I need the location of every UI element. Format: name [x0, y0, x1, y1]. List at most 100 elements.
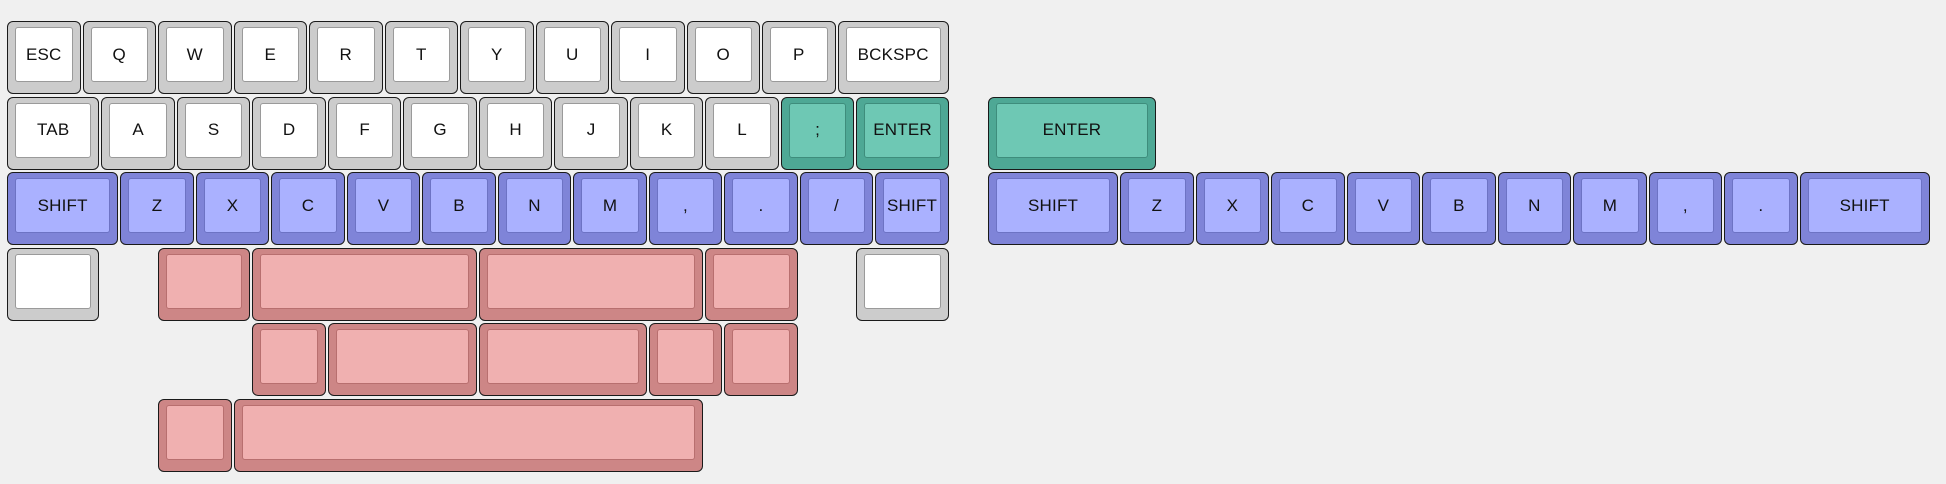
row2-key-h[interactable]: H	[478, 96, 553, 170]
row3-key-period-legend: .	[732, 178, 790, 233]
row3-key-comma-legend: ,	[656, 178, 715, 233]
row1-key-q-legend: Q	[90, 27, 148, 82]
row2-key-semicolon[interactable]: ;	[780, 96, 855, 170]
row2-key-j[interactable]: J	[554, 96, 628, 170]
row2-key-l-legend: L	[713, 102, 771, 158]
row1-key-u[interactable]: U	[535, 21, 609, 94]
blank-key-8[interactable]	[327, 323, 477, 396]
row1-key-esc[interactable]: ESC	[7, 21, 81, 94]
row2-key-s[interactable]: S	[176, 96, 251, 170]
blank-key-13-legend	[241, 404, 696, 460]
row3-key-comma[interactable]: ,	[648, 172, 723, 245]
row3-key-period[interactable]: .	[724, 172, 798, 245]
alt-row-key-c[interactable]: C	[1271, 172, 1345, 245]
row2-key-g-legend: G	[411, 102, 469, 158]
row1-key-e[interactable]: E	[233, 21, 307, 94]
blank-key-6[interactable]	[856, 247, 949, 321]
row3-key-m[interactable]: M	[573, 172, 647, 245]
row2-key-semicolon-legend: ;	[788, 102, 847, 158]
row3-key-slash[interactable]: /	[799, 172, 874, 245]
row1-key-y[interactable]: Y	[460, 21, 534, 94]
row3-key-x-legend: X	[203, 178, 262, 233]
alt-row-key-v[interactable]: V	[1346, 172, 1421, 245]
alt-enter-key[interactable]: ENTER	[988, 96, 1156, 170]
alt-row-key-shift-legend: SHIFT	[996, 178, 1111, 233]
row1-key-u-legend: U	[543, 27, 601, 82]
row2-key-enter[interactable]: ENTER	[856, 96, 949, 170]
row3-key-n-legend: N	[505, 178, 564, 233]
row1-key-i[interactable]: I	[611, 21, 685, 94]
blank-key-1[interactable]	[7, 247, 100, 321]
blank-key-2[interactable]	[158, 247, 251, 321]
alt-row-key-shift[interactable]: SHIFT	[1799, 172, 1930, 245]
blank-key-7[interactable]	[252, 323, 326, 396]
alt-row-key-z[interactable]: Z	[1120, 172, 1194, 245]
row2-key-d[interactable]: D	[252, 96, 326, 170]
blank-key-12[interactable]	[158, 398, 232, 472]
row2-key-enter-legend: ENTER	[864, 102, 941, 158]
row1-key-bckspc[interactable]: BCKSPC	[837, 21, 949, 94]
row3-key-shift[interactable]: SHIFT	[7, 172, 119, 245]
row1-key-w[interactable]: W	[158, 21, 232, 94]
blank-key-5-legend	[713, 253, 790, 309]
row2-key-tab-legend: TAB	[15, 102, 92, 158]
alt-row-key-x[interactable]: X	[1195, 172, 1270, 245]
row1-key-q[interactable]: Q	[82, 21, 156, 94]
row3-key-slash-legend: /	[807, 178, 866, 233]
alt-row-key-z-legend: Z	[1128, 178, 1186, 233]
blank-key-7-legend	[260, 329, 318, 384]
alt-row-key-comma[interactable]: ,	[1648, 172, 1723, 245]
row1-key-o[interactable]: O	[686, 21, 760, 94]
alt-row-key-m[interactable]: M	[1573, 172, 1647, 245]
row3-key-n[interactable]: N	[497, 172, 572, 245]
row3-key-b[interactable]: B	[422, 172, 496, 245]
row3-key-shift[interactable]: SHIFT	[875, 172, 949, 245]
row3-key-x[interactable]: X	[195, 172, 270, 245]
alt-row-key-shift-legend: SHIFT	[1807, 178, 1922, 233]
alt-row-key-shift[interactable]: SHIFT	[988, 172, 1119, 245]
blank-key-9[interactable]	[478, 323, 647, 396]
row3-key-z[interactable]: Z	[120, 172, 194, 245]
row1-key-t[interactable]: T	[384, 21, 458, 94]
row1-key-r[interactable]: R	[309, 21, 383, 94]
row1-key-esc-legend: ESC	[15, 27, 73, 82]
row3-key-b-legend: B	[430, 178, 488, 233]
row2-key-g[interactable]: G	[403, 96, 477, 170]
row3-key-m-legend: M	[581, 178, 639, 233]
row3-key-z-legend: Z	[128, 178, 186, 233]
alt-row-key-period[interactable]: .	[1724, 172, 1798, 245]
row1-key-bckspc-legend: BCKSPC	[845, 27, 941, 82]
row3-key-c[interactable]: C	[271, 172, 345, 245]
blank-key-8-legend	[335, 329, 469, 384]
row3-key-v[interactable]: V	[346, 172, 421, 245]
blank-key-5[interactable]	[705, 247, 798, 321]
alt-row-key-b[interactable]: B	[1422, 172, 1496, 245]
row2-key-a[interactable]: A	[101, 96, 175, 170]
blank-key-10[interactable]	[648, 323, 723, 396]
row1-key-w-legend: W	[166, 27, 224, 82]
row2-key-k[interactable]: K	[629, 96, 704, 170]
blank-key-3-legend	[260, 253, 469, 309]
row2-key-l[interactable]: L	[705, 96, 779, 170]
row2-key-f[interactable]: F	[327, 96, 402, 170]
row1-key-p-legend: P	[770, 27, 828, 82]
row1-key-t-legend: T	[392, 27, 450, 82]
blank-key-11-legend	[732, 329, 790, 384]
blank-key-4[interactable]	[478, 247, 704, 321]
blank-key-11[interactable]	[724, 323, 798, 396]
blank-key-3[interactable]	[252, 247, 477, 321]
row1-key-p[interactable]: P	[762, 21, 836, 94]
row2-key-f-legend: F	[335, 102, 394, 158]
row3-key-shift-legend: SHIFT	[15, 178, 111, 233]
alt-row-key-b-legend: B	[1430, 178, 1488, 233]
blank-key-12-legend	[166, 404, 224, 460]
row1-key-r-legend: R	[317, 27, 375, 82]
blank-key-13[interactable]	[233, 398, 704, 472]
alt-row-key-n[interactable]: N	[1497, 172, 1572, 245]
alt-row-key-c-legend: C	[1279, 178, 1337, 233]
row2-key-tab[interactable]: TAB	[7, 96, 100, 170]
blank-key-2-legend	[166, 253, 243, 309]
row3-key-c-legend: C	[279, 178, 337, 233]
alt-row-key-comma-legend: ,	[1656, 178, 1715, 233]
